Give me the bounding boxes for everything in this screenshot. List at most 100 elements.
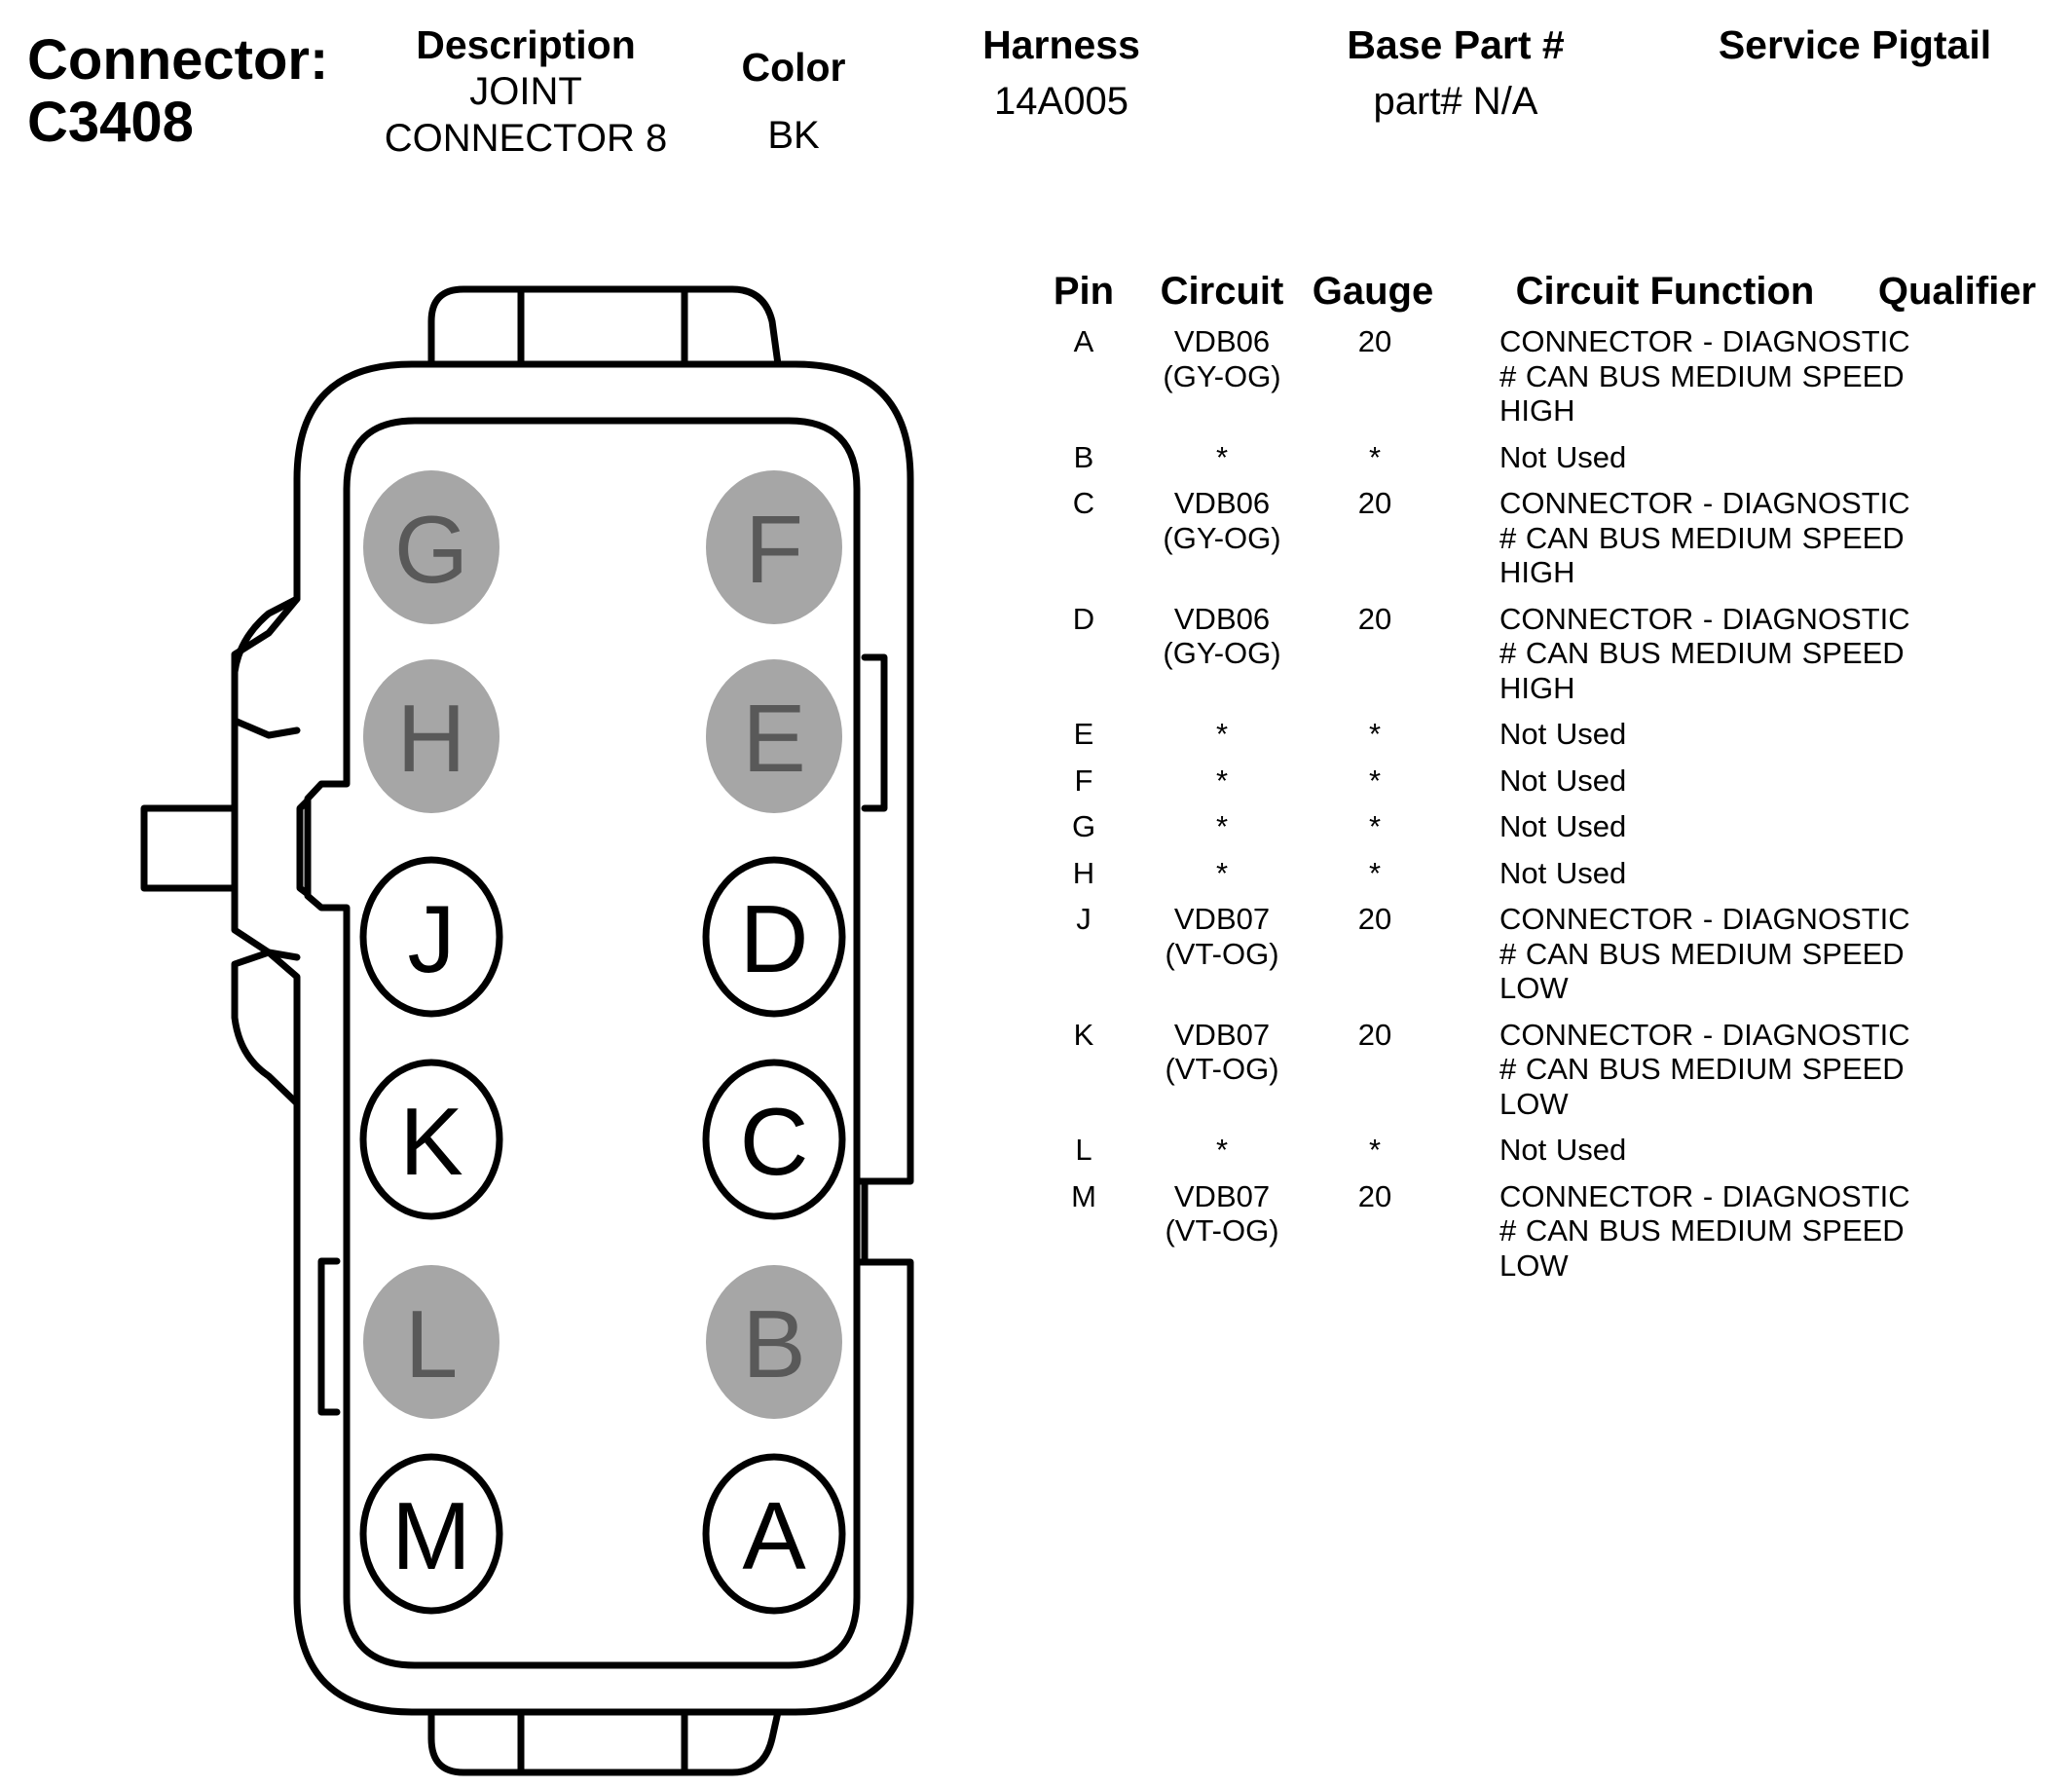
circuit-function: Not Used	[1499, 717, 1928, 752]
pin-label: B	[742, 1290, 805, 1397]
left-key-rib	[317, 1257, 341, 1416]
circuit-function-line: CONNECTOR - DIAGNOSTIC	[1499, 902, 1910, 936]
pin-circle	[706, 659, 842, 813]
circuit-function-line: Not Used	[1499, 1133, 1627, 1167]
circuit-function: Not Used	[1499, 809, 1928, 844]
circuit-function-line: Not Used	[1499, 855, 1627, 890]
pin-circle	[702, 856, 846, 1018]
circuit-function: CONNECTOR - DIAGNOSTIC# CAN BUS MEDIUM S…	[1499, 602, 1928, 706]
harness-value: 14A005	[994, 80, 1128, 123]
pin-row-g: G**Not Used	[1045, 809, 2067, 844]
circuit-function: Not Used	[1499, 440, 1928, 475]
qualifier-value	[1928, 717, 2045, 752]
circuit-id: *	[1215, 763, 1229, 798]
circuit-id: *	[1215, 809, 1229, 843]
pin-row-l: L**Not Used	[1045, 1133, 2067, 1168]
description-column: Description JOINT CONNECTOR 8	[360, 21, 691, 162]
gauge-column-header: Gauge	[1312, 270, 1434, 313]
pin-cavity-j: J	[359, 856, 503, 1018]
circuit-cell: *	[1134, 809, 1310, 844]
description-heading: Description	[416, 22, 636, 67]
service-pigtail-heading: Service Pigtail	[1718, 22, 1992, 67]
circuit-function-line: HIGH	[1499, 555, 1575, 589]
gauge-value: *	[1368, 1133, 1382, 1167]
connector-title-label: Connector:	[27, 28, 329, 92]
pin-label: C	[740, 1088, 809, 1195]
circuit-column-header: Circuit	[1160, 270, 1284, 313]
pin-cavity-m: M	[359, 1453, 503, 1615]
circuit-id: VDB07	[1173, 1178, 1271, 1213]
pin-cavity-a: A	[702, 1453, 846, 1615]
pin-circle	[359, 856, 503, 1018]
circuit-function-line: HIGH	[1499, 670, 1575, 705]
qualifier-value	[1928, 1018, 2045, 1122]
pin-cavity-k: K	[359, 1059, 503, 1220]
pin-label: J	[408, 885, 456, 992]
right-key-rib	[861, 653, 888, 812]
pin-cavity-f: F	[706, 470, 842, 624]
circuit-function: CONNECTOR - DIAGNOSTIC# CAN BUS MEDIUM S…	[1499, 324, 1928, 428]
wire-color: (GY-OG)	[1163, 520, 1281, 555]
circuit-id: *	[1215, 855, 1229, 890]
inner-cavity-wall	[304, 417, 869, 1669]
circuit-function-line: CONNECTOR - DIAGNOSTIC	[1499, 601, 1910, 636]
circuit-function-line: Not Used	[1499, 763, 1627, 798]
pin-label: H	[397, 685, 466, 792]
circuit-cell: *	[1134, 1133, 1310, 1168]
circuit-function-line: # CAN BUS MEDIUM SPEED	[1499, 358, 1905, 393]
circuit-function-line: Not Used	[1499, 717, 1627, 751]
circuit-function-line: Not Used	[1499, 809, 1627, 843]
wire-color: (GY-OG)	[1163, 358, 1281, 393]
pin-cavity-b: B	[706, 1265, 842, 1419]
qualifier-value	[1928, 764, 2045, 799]
circuit-cell: *	[1134, 440, 1310, 475]
pin-label: K	[399, 1088, 462, 1195]
wire-color: (VT-OG)	[1165, 1052, 1279, 1086]
circuit-cell: VDB06(GY-OG)	[1134, 486, 1310, 590]
side-lock-ramp	[231, 595, 301, 739]
circuit-cell: VDB06(GY-OG)	[1134, 602, 1310, 706]
circuit-id: VDB06	[1173, 601, 1271, 636]
circuit-function-line: Not Used	[1499, 439, 1627, 474]
circuit-function: CONNECTOR - DIAGNOSTIC# CAN BUS MEDIUM S…	[1499, 902, 1928, 1006]
color-heading: Color	[741, 45, 846, 90]
base-part-column: Base Part # part# N/A	[1324, 21, 1587, 125]
circuit-function: Not Used	[1499, 1133, 1928, 1168]
pin-id: H	[1072, 855, 1095, 890]
pin-id: B	[1073, 439, 1094, 474]
pin-label: E	[742, 685, 805, 792]
circuit-id: VDB07	[1173, 902, 1271, 936]
gauge-value: *	[1368, 763, 1382, 798]
pin-label: L	[405, 1290, 459, 1397]
pin-cavity-l: L	[363, 1265, 500, 1419]
pin-id: C	[1072, 486, 1095, 520]
pin-cavity-g: G	[363, 470, 500, 624]
pin-cavity-d: D	[702, 856, 846, 1018]
base-part-value: part# N/A	[1373, 80, 1538, 123]
pin-circle	[359, 1059, 503, 1220]
pin-cavity-e: E	[706, 659, 842, 813]
circuit-function-line: # CAN BUS MEDIUM SPEED	[1499, 936, 1905, 971]
circuit-function-line: CONNECTOR - DIAGNOSTIC	[1499, 324, 1910, 358]
pin-id: E	[1073, 717, 1094, 751]
circuit-id: VDB06	[1173, 324, 1271, 358]
color-column: Color BK	[711, 44, 876, 159]
circuit-function-line: HIGH	[1499, 393, 1575, 428]
circuit-cell: *	[1134, 717, 1310, 752]
wire-color: (VT-OG)	[1165, 1213, 1279, 1248]
gauge-value: 20	[1357, 601, 1392, 636]
circuit-function-line: CONNECTOR - DIAGNOSTIC	[1499, 486, 1910, 520]
circuit-id: *	[1215, 439, 1229, 474]
base-part-heading: Base Part #	[1347, 22, 1565, 67]
pin-row-h: H**Not Used	[1045, 856, 2067, 891]
circuit-function-line: # CAN BUS MEDIUM SPEED	[1499, 1052, 1905, 1086]
description-line-1: JOINT	[469, 70, 582, 113]
qualifier-value	[1928, 324, 2045, 428]
circuit-cell: VDB06(GY-OG)	[1134, 324, 1310, 428]
gauge-value: 20	[1357, 486, 1392, 520]
circuit-cell: VDB07(VT-OG)	[1134, 1179, 1310, 1284]
